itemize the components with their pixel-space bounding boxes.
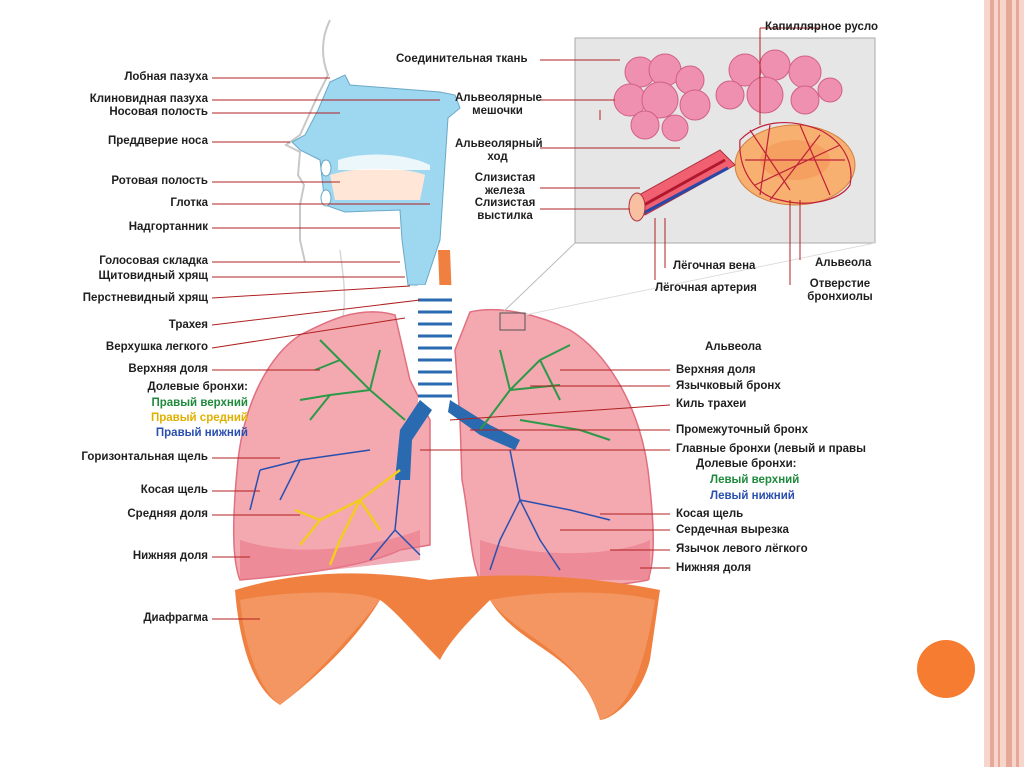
label-main-bronchi: Главные бронхи (левый и правы [676,443,866,456]
label-sphenoid-sinus: Клиновидная пазуха [90,93,208,106]
label-nasal-cavity: Носовая полость [109,106,208,119]
label-bronchiole-opening: Отверстие бронхиолы [790,278,890,304]
label-lobar-bronchi-right: Долевые бронхи: [148,381,249,394]
diaphragm-light [240,593,380,706]
inset-connector [500,243,575,315]
label-left-upper-bronchus: Левый верхний [710,474,799,487]
label-inset-alveolus: Альвеола [815,257,871,270]
label-frontal-sinus: Лобная пазуха [124,71,208,84]
label-thyroid-cartilage: Щитовидный хрящ [99,270,208,283]
label-upper-lobe-left: Верхняя доля [676,364,756,377]
label-vocal-fold: Голосовая складка [99,255,208,268]
label-right-lower-bronchus: Правый нижний [156,427,248,440]
label-lingula: Язычок левого лёгкого [676,543,808,556]
diaphragm-light [490,593,655,721]
label-connective-tissue: Соединительная ткань [396,53,528,66]
label-lung-apex: Верхушка легкого [106,341,208,354]
label-pulmonary-vein: Лёгочная вена [673,260,755,273]
label-upper-lobe-right: Верхняя доля [128,363,208,376]
label-lower-lobe-left: Нижняя доля [676,562,751,575]
accent-circle [917,640,975,698]
label-pulmonary-artery: Лёгочная артерия [655,282,757,295]
oral-cavity [330,169,425,200]
label-cardiac-notch: Сердечная вырезка [676,524,789,537]
label-alveolus-right: Альвеола [705,341,761,354]
label-right-upper-bronchus: Правый верхний [151,397,248,410]
label-capillary-bed: Капиллярное русло [765,21,878,34]
label-right-middle-bronchus: Правый средний [151,412,248,425]
label-oblique-fissure-right: Косая щель [141,484,208,497]
label-intermediate-bronchus: Промежуточный бронх [676,424,808,437]
label-pharynx: Глотка [170,197,208,210]
label-diaphragm: Диафрагма [143,612,208,625]
label-oblique-fissure-left: Косая щель [676,508,743,521]
label-lower-lobe-right: Нижняя доля [133,550,208,563]
label-lingular-bronchus: Язычковый бронх [676,380,781,393]
label-mucous-lining: Слизистая выстилка [470,197,540,223]
tooth [321,160,331,176]
label-mucous-gland: Слизистая железа [470,172,540,198]
label-carina: Киль трахеи [676,398,746,411]
label-epiglottis: Надгортанник [129,221,208,234]
label-horizontal-fissure: Горизонтальная щель [81,451,208,464]
label-trachea: Трахея [169,319,208,332]
label-oral-cavity: Ротовая полость [111,175,208,188]
label-lobar-bronchi-left: Долевые бронхи: [696,458,797,471]
label-alveolar-sacs: Альвеолярные мешочки [455,92,540,118]
label-left-lower-bronchus: Левый нижний [710,490,795,503]
trachea [418,285,452,405]
label-middle-lobe: Средняя доля [127,508,208,521]
label-nasal-vestibule: Преддверие носа [108,135,208,148]
bronchiole-end [629,193,645,221]
label-alveolar-duct: Альвеолярный ход [455,138,540,164]
label-cricoid-cartilage: Перстневидный хрящ [83,292,208,305]
